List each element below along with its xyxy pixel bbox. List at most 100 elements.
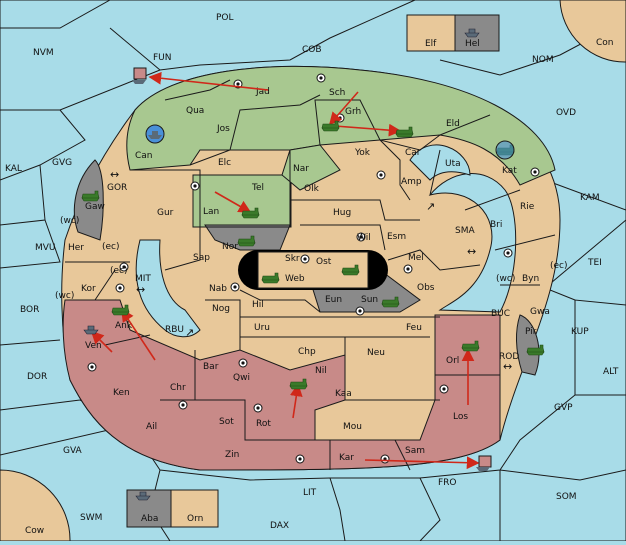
land-label: Eun [325, 295, 342, 305]
land-label: Jos [216, 124, 230, 134]
sea-sma-channel[interactable] [428, 173, 517, 313]
land-label: Pir [525, 327, 537, 337]
land-label: Chr [170, 383, 186, 393]
land-label: Bri [490, 220, 502, 230]
army-icon[interactable] [395, 126, 414, 138]
land-label: (ec) [110, 266, 128, 276]
land-label: Ven [85, 341, 102, 351]
land-label: Lan [203, 207, 219, 217]
land-label: Mel [408, 253, 424, 263]
land-label: Bar [203, 362, 219, 372]
land-label: Nar [293, 164, 309, 174]
fleet-icon[interactable] [132, 67, 147, 84]
sea-label: BUC [491, 309, 510, 319]
sea-label: COB [302, 45, 322, 55]
land-label: Orn [187, 514, 203, 524]
sea-label: RBU [165, 325, 184, 335]
svg-text:↗: ↗ [426, 200, 435, 213]
land-label: Neu [367, 348, 385, 358]
sea-inner-north[interactable] [409, 144, 471, 181]
land-label: Esm [387, 232, 406, 242]
fleet-icon[interactable] [135, 491, 151, 501]
land-label: Jad [255, 87, 270, 97]
territory-borders [65, 79, 556, 471]
army-icon[interactable] [241, 207, 260, 219]
land-label: Sam [405, 446, 425, 456]
land-label: (ec) [102, 242, 120, 252]
fleet-icon[interactable] [495, 140, 515, 160]
land-label: Yok [354, 148, 371, 158]
territory-pir[interactable] [516, 314, 540, 376]
land-label: Rot [256, 419, 271, 429]
land-label: Uta [445, 159, 461, 169]
svg-text:↔: ↔ [467, 245, 476, 258]
army-icon[interactable] [237, 235, 256, 247]
land-label: (wc) [55, 291, 74, 301]
army-icon[interactable] [81, 190, 100, 202]
land-label: Ken [113, 388, 130, 398]
land-label: Hel [465, 39, 480, 49]
land-label: (ec) [550, 261, 568, 271]
land-label: Hil [252, 300, 264, 310]
sea-label: FUN [153, 53, 172, 63]
land-label: (wc) [60, 216, 79, 226]
army-icon[interactable] [111, 304, 130, 316]
land-label: (wc) [496, 274, 515, 284]
army-icon[interactable] [461, 340, 480, 352]
territory-orn[interactable] [170, 489, 219, 528]
army-icon[interactable] [526, 344, 545, 356]
svg-text:↗: ↗ [185, 326, 194, 339]
island-cow[interactable] [0, 469, 71, 542]
fleet-icon[interactable] [145, 124, 165, 144]
sea-label: TEI [587, 258, 602, 268]
army-icon[interactable] [289, 378, 308, 390]
land-label: Feu [406, 323, 422, 333]
army-icon[interactable] [381, 296, 400, 308]
land-label: Amp [401, 177, 422, 187]
sea-label: NVM [33, 48, 54, 58]
sea-labels: POL NVM FUN COB NOM Con OVD KAL GVG GOR … [5, 13, 619, 536]
land-label: Elc [218, 158, 231, 168]
army-icon[interactable] [341, 264, 360, 276]
land-label: Kaa [335, 389, 352, 399]
land-label: Qwi [233, 373, 250, 383]
army-icon[interactable] [261, 272, 280, 284]
order-arrows [90, 71, 480, 470]
sea-label: OVD [556, 108, 576, 118]
sea-label: Cow [25, 526, 44, 536]
land-label: Orl [446, 356, 459, 366]
svg-text:↔: ↔ [136, 283, 145, 296]
island-con[interactable] [559, 0, 626, 63]
army-icon[interactable] [321, 120, 340, 132]
land-label: Sch [329, 88, 345, 98]
fleet-icon[interactable] [464, 28, 480, 38]
sea-label: ALT [603, 367, 619, 377]
land-label: Tel [251, 183, 264, 193]
land-label: Eld [446, 119, 460, 129]
fleet-icon[interactable] [83, 325, 99, 335]
sea-label: KAM [580, 193, 600, 203]
region-red-south[interactable] [62, 299, 501, 471]
land-label: Kat [502, 166, 517, 176]
sea-label: KUP [571, 327, 589, 337]
sea-rbu-channel[interactable] [135, 239, 201, 338]
land-label: Los [453, 412, 468, 422]
land-label: Skr [285, 254, 300, 264]
land-label: Hug [333, 208, 351, 218]
fleet-icon[interactable] [476, 455, 492, 471]
land-label: Mou [343, 422, 362, 432]
land-labels: Elf Hel Jad Sch Qua Grh Jos Eld Can Car … [55, 39, 568, 524]
land-label: Ank [115, 321, 133, 331]
land-label: Ost [316, 257, 332, 267]
units[interactable] [81, 28, 545, 501]
territory-tel-lan[interactable] [192, 174, 292, 228]
land-label: Elf [425, 39, 437, 49]
sea-label: DAX [270, 521, 289, 531]
sea-label: SMA [455, 226, 475, 236]
territory-nar[interactable] [281, 144, 341, 191]
land-label: Kar [339, 453, 354, 463]
land-label: Grh [345, 107, 361, 117]
sea-label: SWM [80, 513, 102, 523]
